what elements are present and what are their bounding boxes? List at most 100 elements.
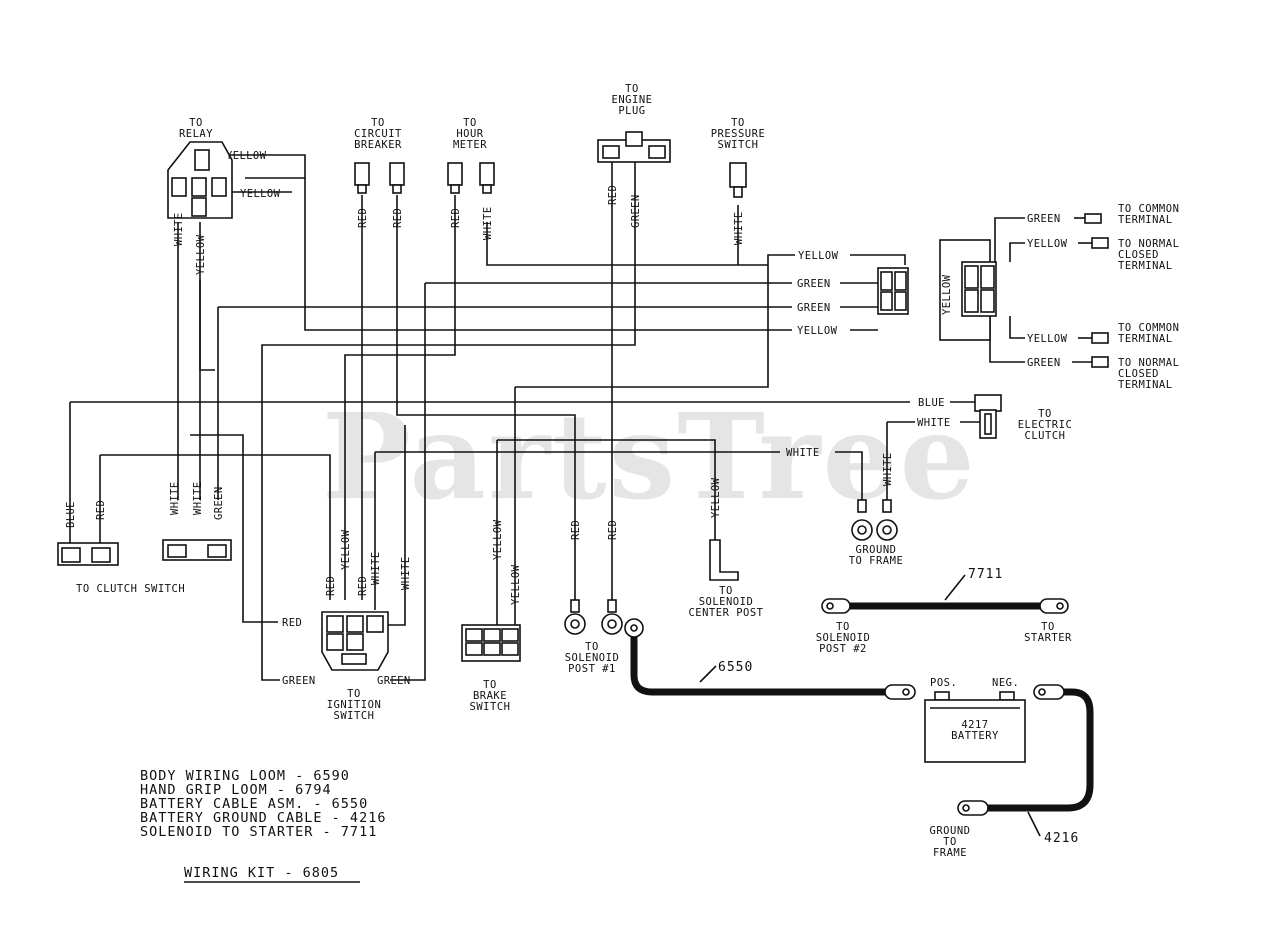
wire-label-yellow: YELLOW [797, 325, 838, 337]
svg-text:SWITCH: SWITCH [334, 710, 375, 722]
caption-normal-closed-1: TO NORMAL CLOSED TERMINAL [1118, 238, 1179, 272]
wire-label-red: RED [450, 208, 462, 228]
wire-label-white: WHITE [169, 481, 181, 515]
relay-terminal-clips [1084, 213, 1109, 368]
pressure-switch-terminal [729, 162, 747, 198]
relay-block-right [939, 239, 997, 341]
wire-label-green: GREEN [213, 486, 225, 520]
wire-label-yellow: YELLOW [710, 477, 722, 518]
svg-text:IGNITION: IGNITION [327, 699, 382, 711]
caption-relay: TO RELAY [179, 117, 213, 140]
svg-text:TO: TO [1038, 408, 1052, 420]
svg-text:TO: TO [943, 836, 957, 848]
svg-text:ELECTRIC: ELECTRIC [1018, 419, 1073, 431]
caption-ground-frame-top: GROUND TO FRAME [849, 544, 904, 567]
svg-text:SOLENOID: SOLENOID [699, 596, 754, 608]
svg-text:TO: TO [585, 641, 599, 653]
caption-circuit-breaker: TO CIRCUIT BREAKER [354, 117, 402, 151]
harness-connector-right [877, 267, 909, 315]
svg-text:TO COMMON: TO COMMON [1118, 203, 1179, 215]
caption-brake-switch: TO BRAKE SWITCH [470, 679, 511, 713]
wire-label-yellow: YELLOW [1027, 333, 1068, 345]
part-number-4216: 4216 [1044, 831, 1079, 846]
caption-pressure-switch: TO PRESSURE SWITCH [711, 117, 766, 151]
kit-title: WIRING KIT - 6805 [184, 865, 360, 883]
legend-item: SOLENOID TO STARTER - 7711 [140, 824, 377, 840]
svg-text:CENTER POST: CENTER POST [688, 607, 763, 619]
wire-label-red: RED [357, 576, 369, 596]
wire-label-yellow: YELLOW [240, 188, 281, 200]
svg-text:TO: TO [731, 117, 745, 129]
wire-label-red: RED [282, 617, 302, 629]
svg-text:GROUND: GROUND [856, 544, 897, 556]
solenoid-ring-terminals [564, 599, 623, 635]
caption-solenoid-post1: TO SOLENOID POST #1 [565, 641, 619, 675]
wire-label-yellow: YELLOW [340, 529, 352, 570]
wire-label-green: GREEN [630, 194, 642, 228]
caption-ignition-switch: TO IGNITION SWITCH [327, 688, 382, 722]
wire-label-green: GREEN [1027, 213, 1061, 225]
solenoid-center-clip [709, 539, 739, 581]
watermark: PartsTree [322, 387, 977, 526]
cable-lugs [624, 598, 1069, 816]
kit-title-text: WIRING KIT - 6805 [184, 865, 339, 881]
wire-labels-vertical: WHITE YELLOW RED RED RED WHITE RED GREEN… [65, 185, 953, 605]
wire-label-red: RED [607, 520, 619, 540]
caption-clutch-switch: TO CLUTCH SWITCH [76, 583, 185, 595]
svg-text:TO: TO [719, 585, 733, 597]
wire-label-yellow: YELLOW [195, 234, 207, 275]
svg-text:GROUND: GROUND [930, 825, 971, 837]
parts-legend: BODY WIRING LOOM - 6590 HAND GRIP LOOM -… [140, 768, 385, 840]
brake-switch-connector [461, 624, 521, 662]
legend-item: BODY WIRING LOOM - 6590 [140, 768, 350, 784]
svg-text:TO: TO [625, 83, 639, 95]
wire-label-white: WHITE [173, 212, 185, 246]
wire-label-yellow: YELLOW [1027, 238, 1068, 250]
part-number-6550: 6550 [718, 660, 753, 675]
svg-text:CIRCUIT: CIRCUIT [354, 128, 402, 140]
wire-label-white: WHITE [400, 556, 412, 590]
svg-text:CLOSED: CLOSED [1118, 249, 1159, 261]
svg-text:TO FRAME: TO FRAME [849, 555, 904, 567]
caption-starter: TO STARTER [1024, 621, 1072, 644]
svg-text:TERMINAL: TERMINAL [1118, 379, 1173, 391]
ground-ring-terminals [851, 499, 898, 541]
svg-text:BREAKER: BREAKER [354, 139, 402, 151]
svg-text:SWITCH: SWITCH [718, 139, 759, 151]
part-number-7711: 7711 [968, 567, 1003, 582]
caption-solenoid-post2: TO SOLENOID POST #2 [816, 621, 870, 655]
svg-text:METER: METER [453, 139, 487, 151]
electric-clutch-connector [974, 394, 1002, 439]
svg-text:TO: TO [836, 621, 850, 633]
svg-text:TO NORMAL: TO NORMAL [1118, 238, 1179, 250]
svg-text:TO: TO [189, 117, 203, 129]
wire-label-yellow: YELLOW [492, 519, 504, 560]
svg-text:TERMINAL: TERMINAL [1118, 333, 1173, 345]
wire-label-yellow: YELLOW [941, 274, 953, 315]
caption-common-terminal-1: TO COMMON TERMINAL [1118, 203, 1179, 226]
part-callouts: 7711 6550 4216 [699, 567, 1079, 846]
cables [630, 602, 1094, 812]
svg-text:TO: TO [371, 117, 385, 129]
svg-text:TO NORMAL: TO NORMAL [1118, 357, 1179, 369]
svg-text:SWITCH: SWITCH [470, 701, 511, 713]
wire-label-red: RED [607, 185, 619, 205]
wire-label-white: WHITE [482, 206, 494, 240]
svg-text:STARTER: STARTER [1024, 632, 1072, 644]
wire-labels-horizontal: YELLOW YELLOW YELLOW GREEN GREEN YELLOW … [226, 150, 1068, 687]
wire-label-yellow: YELLOW [798, 250, 839, 262]
svg-text:TO COMMON: TO COMMON [1118, 322, 1179, 334]
svg-text:PRESSURE: PRESSURE [711, 128, 766, 140]
svg-text:TO: TO [1041, 621, 1055, 633]
wire-label-yellow: YELLOW [226, 150, 267, 162]
wire-label-white: WHITE [733, 211, 745, 245]
svg-text:TO: TO [483, 679, 497, 691]
wire-label-white: WHITE [917, 417, 951, 429]
relay-connector [167, 141, 233, 219]
wire-label-white: WHITE [370, 551, 382, 585]
caption-common-terminal-2: TO COMMON TERMINAL [1118, 322, 1179, 345]
legend-item: BATTERY CABLE ASM. - 6550 [140, 796, 368, 812]
clutch-switch-connectors [57, 539, 232, 566]
svg-text:HOUR: HOUR [456, 128, 483, 140]
